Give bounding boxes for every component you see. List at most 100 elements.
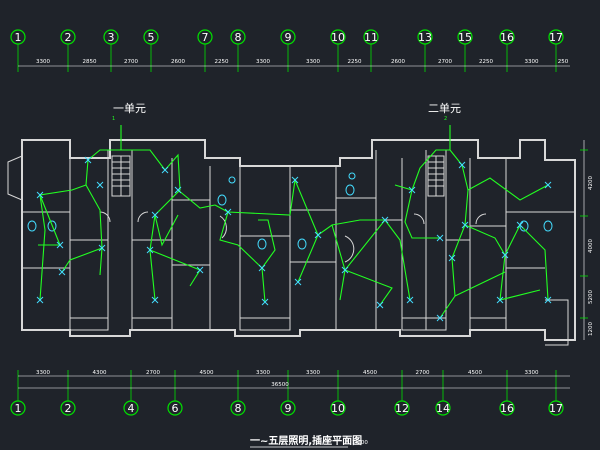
axis-number: 16	[500, 402, 514, 415]
bottom-dimension: 3300	[306, 370, 320, 376]
axis-number: 12	[395, 402, 409, 415]
axis-number: 5	[148, 31, 155, 44]
axis-bubble-top: 10	[330, 29, 346, 72]
stair-unit-one	[111, 155, 131, 197]
light-fixture-icon	[261, 298, 269, 306]
right-dimension-line: 4200 4000 5200 1200	[580, 140, 594, 340]
light-fixture-icon	[224, 208, 232, 216]
axis-bubble-bottom: 2	[60, 370, 76, 416]
axis-number: 13	[418, 31, 432, 44]
top-dimension: 2700	[124, 59, 138, 65]
axis-number: 3	[108, 31, 115, 44]
axis-number: 8	[235, 402, 242, 415]
axis-bubble-top: 3	[103, 29, 119, 72]
axis-bubble-top: 7	[197, 29, 213, 72]
top-dimension: 2250	[348, 59, 362, 65]
right-dim-1: 4200	[588, 176, 594, 190]
bottom-dimension: 3300	[36, 370, 50, 376]
axis-number: 17	[549, 31, 563, 44]
top-dimension: 3300	[36, 59, 50, 65]
top-dimension: 3300	[306, 59, 320, 65]
light-fixtures	[36, 156, 552, 322]
right-dim-4: 1200	[588, 322, 594, 336]
top-dimension: 2700	[438, 59, 452, 65]
axis-number: 17	[549, 402, 563, 415]
light-fixture-icon	[291, 176, 299, 184]
axis-bubble-top: 1	[10, 29, 26, 72]
light-fixture-icon	[381, 216, 389, 224]
light-fixture-icon	[406, 296, 414, 304]
stair-unit-two	[427, 155, 445, 197]
wiring-circuits: 1 2	[38, 116, 549, 319]
building-walls	[7, 139, 576, 346]
light-fixture-icon	[98, 244, 106, 252]
light-fixture-icon	[544, 181, 552, 189]
feeder-label-two: 2	[444, 116, 447, 122]
light-fixture-icon	[461, 221, 469, 229]
light-fixture-icon	[258, 264, 266, 272]
bottom-dimension: 4300	[93, 370, 107, 376]
bottom-dimension: 4500	[363, 370, 377, 376]
axis-number: 11	[364, 31, 378, 44]
axis-number: 14	[436, 402, 450, 415]
axis-number: 9	[285, 402, 292, 415]
bottom-dimension: 4500	[468, 370, 482, 376]
light-fixture-icon	[516, 221, 524, 229]
light-fixture-icon	[501, 251, 509, 259]
axis-bubble-bottom: 1	[10, 370, 26, 416]
axis-number: 1	[15, 31, 22, 44]
axis-bubble-bottom: 12	[394, 370, 410, 416]
bottom-dimension: 3300	[525, 370, 539, 376]
light-fixture-icon	[408, 186, 416, 194]
light-fixture-icon	[151, 296, 159, 304]
total-dimension: 36500	[271, 382, 289, 388]
axis-bubble-top: 9	[280, 29, 296, 72]
light-fixture-icon	[544, 296, 552, 304]
axis-number: 1	[15, 402, 22, 415]
light-fixture-icon	[436, 314, 444, 322]
axis-bubble-bottom: 9	[280, 370, 296, 416]
axis-number: 4	[128, 402, 135, 415]
axis-bubble-top: 13	[417, 29, 433, 72]
axis-bubble-top: 17	[548, 29, 564, 72]
light-fixture-icon	[84, 156, 92, 164]
light-fixture-icon	[458, 161, 466, 169]
axis-bubble-bottom: 8	[230, 370, 246, 416]
axis-number: 6	[172, 402, 179, 415]
axis-bubble-bottom: 16	[499, 370, 515, 416]
drawing-title: 一~五层照明,插座平面图 1:100	[250, 434, 368, 448]
bottom-dimension: 2700	[416, 370, 430, 376]
axis-number: 2	[65, 31, 72, 44]
light-fixture-icon	[436, 234, 444, 242]
top-dimension: 2850	[83, 59, 97, 65]
bottom-dimension: 2700	[146, 370, 160, 376]
top-dimension: 3300	[256, 59, 270, 65]
light-fixture-icon	[56, 241, 64, 249]
scale-text: 1:100	[352, 440, 368, 446]
bottom-dimension: 4500	[200, 370, 214, 376]
top-dimension: 3300	[525, 59, 539, 65]
axis-bubble-top: 15	[457, 29, 473, 72]
right-dim-2: 4000	[588, 239, 594, 253]
light-fixture-icon	[294, 278, 302, 286]
light-fixture-icon	[496, 296, 504, 304]
unit-two-label: 二单元	[428, 102, 461, 115]
light-fixture-icon	[376, 301, 384, 309]
axis-number: 10	[331, 31, 345, 44]
light-fixture-icon	[146, 246, 154, 254]
top-dimension: 2600	[171, 59, 185, 65]
light-fixture-icon	[96, 181, 104, 189]
feeder-label-one: 1	[112, 116, 115, 122]
axis-bubble-top: 8	[230, 29, 246, 72]
axis-number: 7	[202, 31, 209, 44]
light-fixture-icon	[161, 166, 169, 174]
light-fixture-icon	[341, 266, 349, 274]
axis-number: 10	[331, 402, 345, 415]
axis-bubble-top: 16	[499, 29, 515, 72]
top-dimension: 2600	[391, 59, 405, 65]
axis-bubble-bottom: 14	[435, 370, 451, 416]
